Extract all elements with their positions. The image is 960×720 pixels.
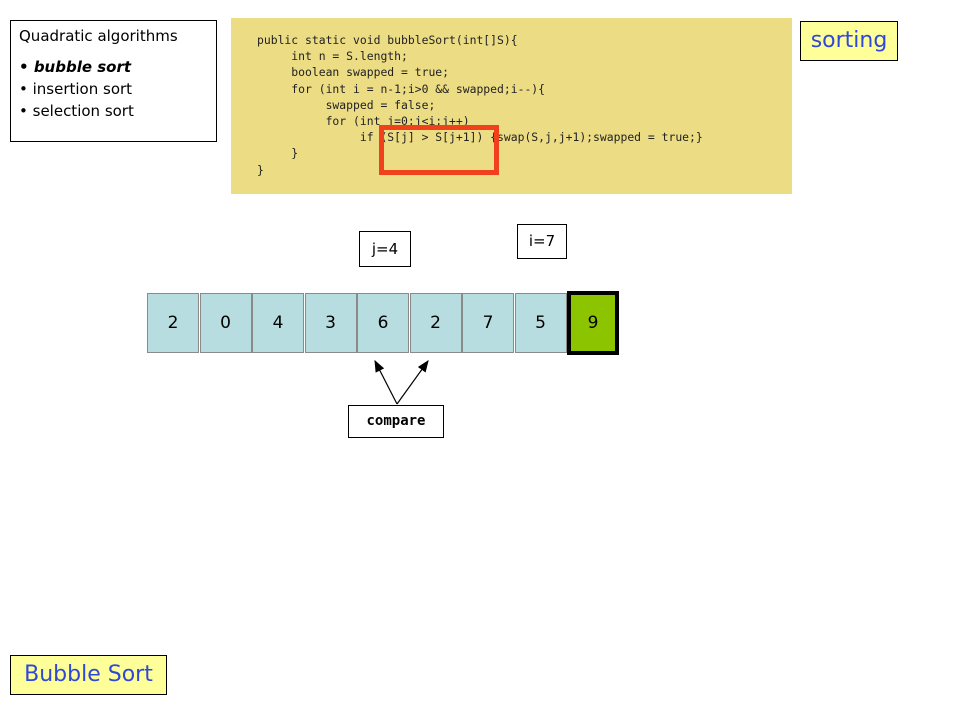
- array-cell: 6: [357, 293, 409, 353]
- code-line: swapped = false;: [257, 97, 436, 112]
- array-cell: 3: [304, 293, 357, 353]
- code-line: for (int i = n-1;i>0 && swapped;i--){: [257, 81, 546, 96]
- array-cell: 2: [147, 293, 199, 353]
- algorithm-item-insertion-sort: insertion sort: [19, 78, 208, 100]
- slide-title: Bubble Sort: [10, 655, 167, 695]
- algorithm-item-selection-sort: selection sort: [19, 100, 208, 122]
- pointer-i-label: i=7: [517, 224, 567, 259]
- compare-label: compare: [348, 405, 444, 438]
- topic-tag: sorting: [800, 21, 898, 61]
- compare-arrow-right: [396, 360, 429, 405]
- array-cell: 0: [199, 293, 252, 353]
- pointer-j-label: j=4: [359, 231, 411, 267]
- code-line: }: [257, 146, 299, 161]
- array-cell: 4: [252, 293, 304, 353]
- array-cell: 2: [409, 293, 462, 353]
- algorithm-item-bubble-sort: bubble sort: [19, 56, 208, 78]
- bubble-sort-code: public static void bubbleSort(int[]S){ i…: [231, 18, 792, 178]
- algorithms-title: Quadratic algorithms: [19, 27, 178, 45]
- compare-arrow-left: [374, 359, 398, 405]
- array-cell: 9: [567, 291, 619, 355]
- comparison-highlight: [379, 125, 499, 175]
- array-cell: 7: [462, 293, 514, 353]
- array-cell: 5: [514, 293, 567, 353]
- code-line: }: [257, 162, 264, 177]
- code-line: for (int j=0;j<i;j++): [257, 114, 470, 129]
- algorithms-panel: Quadratic algorithms bubble sort inserti…: [10, 20, 217, 142]
- code-line: boolean swapped = true;: [257, 65, 450, 80]
- code-line: if (S[j] > S[j+1]) {swap(S,j,j+1);swappe…: [257, 130, 703, 145]
- code-panel: public static void bubbleSort(int[]S){ i…: [231, 18, 792, 194]
- algorithms-list: bubble sort insertion sort selection sor…: [19, 56, 208, 122]
- code-line: int n = S.length;: [257, 49, 408, 64]
- code-line: public static void bubbleSort(int[]S){: [257, 33, 518, 47]
